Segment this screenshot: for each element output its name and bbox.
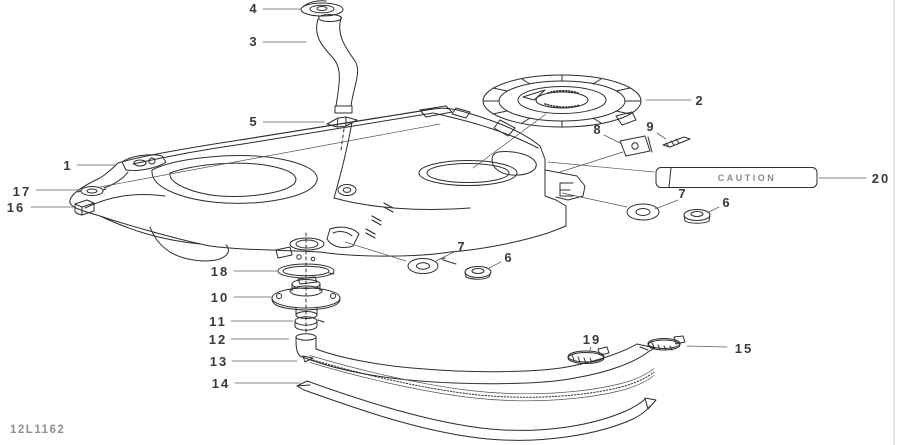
callout-7-right-label: 7: [678, 186, 687, 201]
leader-lines: [30, 8, 867, 384]
part-fuel-cap: [472, 74, 642, 169]
part-clamp-15: [647, 335, 686, 351]
part-grommet-washer: [77, 186, 107, 196]
part-spacer-ring: [294, 316, 325, 331]
callout-18-label: 18: [211, 264, 229, 279]
part-nut-right: [683, 209, 711, 224]
callout-3-label: 3: [249, 34, 258, 49]
part-nut-mid: [464, 266, 492, 280]
part-lower-hose: [296, 380, 657, 441]
callout-4-label: 4: [249, 1, 258, 16]
part-vent-grommet: [300, 0, 344, 17]
callout-20-label: 20: [872, 171, 890, 186]
part-screw: [662, 136, 691, 148]
callout-8-label: 8: [593, 122, 602, 137]
part-corner-bracket: [103, 154, 167, 189]
callout-11-label: 11: [209, 314, 227, 329]
callout-16-label: 16: [7, 200, 25, 215]
callout-5-label: 5: [249, 114, 258, 129]
part-hose-fitting: [326, 116, 358, 151]
part-vent-hose: [316, 14, 359, 114]
callout-2-label: 2: [695, 93, 704, 108]
callout-6-mid-label: 6: [504, 250, 513, 265]
callout-14-label: 14: [212, 376, 230, 391]
filler-neck-opening: [418, 160, 518, 186]
part-retainer-plate: [559, 135, 653, 173]
part-caution-decal: [655, 167, 818, 188]
caution-decal-text: CAUTION: [718, 173, 777, 183]
callout-12-label: 12: [209, 332, 227, 347]
part-washer-mid: [407, 257, 457, 274]
callout-9-label: 9: [646, 119, 655, 134]
callout-13-label: 13: [210, 354, 228, 369]
callout-6-right-label: 6: [722, 195, 731, 210]
callout-15-label: 15: [735, 341, 753, 356]
callout-labels: 4 3 5 2 8 9 1 17 16 20 7 6 7 6 18 10 11 …: [7, 1, 890, 391]
part-corrugated-hose: [302, 355, 655, 402]
part-pump-unit: [271, 276, 341, 319]
part-oil-tank: [69, 105, 655, 333]
part-spacer-block: [74, 199, 95, 216]
callout-7-mid-label: 7: [457, 239, 466, 254]
callout-1-label: 1: [63, 158, 72, 173]
part-clamp-19: [567, 346, 610, 364]
sheet-code: 12L1162: [10, 424, 65, 436]
exploded-view-drawing: [30, 0, 867, 441]
e-clip-detail: [559, 182, 574, 197]
callout-10-label: 10: [211, 290, 229, 305]
callout-19-label: 19: [583, 332, 601, 347]
callout-17-label: 17: [13, 184, 31, 199]
part-washer-right: [626, 203, 660, 221]
